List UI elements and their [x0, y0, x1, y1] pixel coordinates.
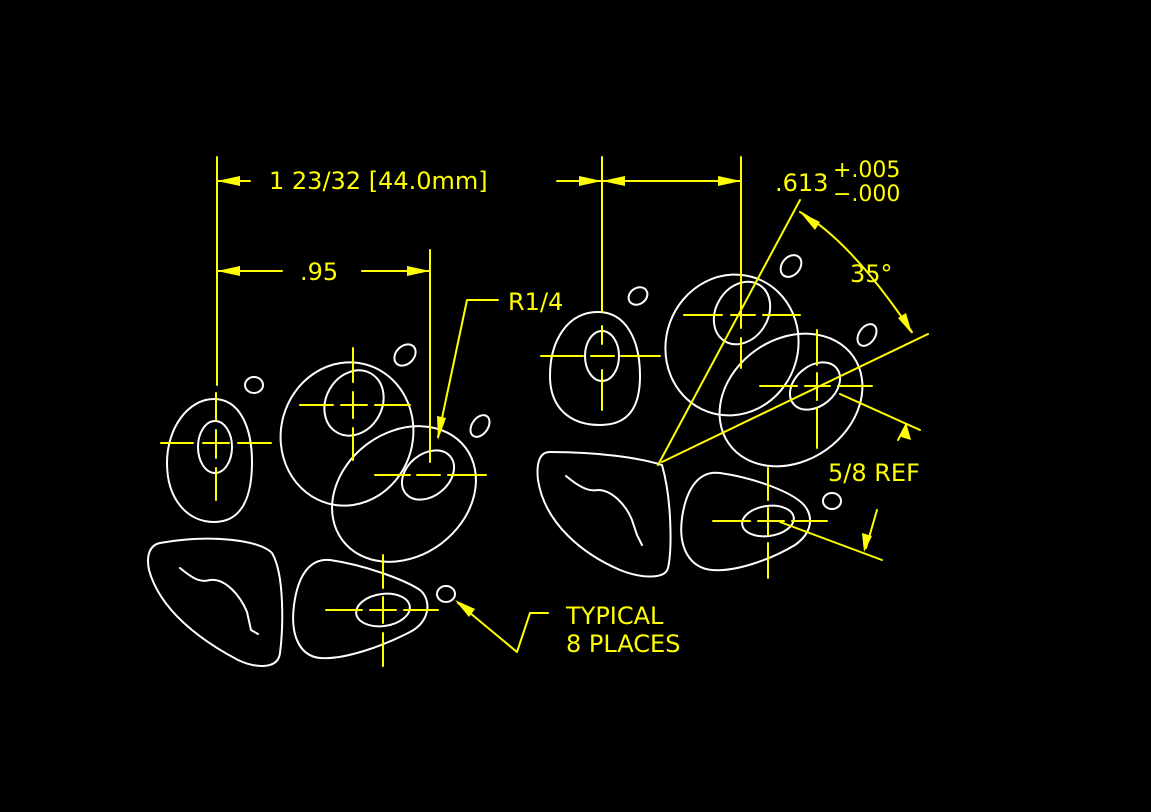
overall-width-label: 1 23/32 [44.0mm]	[269, 167, 488, 195]
right-paw-small-hole-1	[627, 286, 649, 306]
left-paw-toe-3	[331, 425, 477, 563]
pad-radius-label: R1/4	[508, 288, 563, 316]
right-paw-toe-1	[549, 311, 641, 426]
dimension-pad-radius: R1/4	[437, 288, 563, 440]
left-paw-toe-2	[279, 361, 415, 507]
left-paw-print	[147, 343, 491, 667]
toe-offset-tol-minus: −.000	[833, 182, 900, 207]
left-paw-side-pad-hole	[355, 592, 411, 628]
toe-offset-tol-plus: +.005	[833, 158, 900, 183]
right-paw-small-hole-3	[856, 323, 878, 347]
left-paw-center-marks	[160, 347, 487, 667]
right-paw-toe-3	[718, 332, 864, 468]
typical-note: TYPICAL 8 PLACES	[455, 600, 680, 658]
right-paw-pad-crease	[565, 475, 643, 546]
reference-length-label: 5/8 REF	[828, 459, 920, 487]
left-paw-side-pad	[292, 558, 429, 660]
right-paw-print	[536, 254, 878, 578]
dimension-reference-length: 5/8 REF	[779, 393, 921, 561]
toe-offset-label: .613	[775, 169, 828, 197]
dimension-angle: 35°	[657, 199, 929, 466]
right-paw-side-pad-hole	[741, 504, 795, 538]
left-paw-small-hole-4	[436, 585, 456, 603]
typical-note-line2: 8 PLACES	[566, 630, 680, 658]
dimension-toe-spacing: .95	[216, 249, 431, 463]
dimension-toe-offset: .613 +.005 −.000	[601, 156, 900, 301]
right-paw-small-hole-2	[779, 254, 803, 278]
left-paw-small-hole-2	[393, 343, 417, 367]
left-paw-pad-crease	[179, 567, 259, 635]
angle-label: 35°	[850, 260, 893, 288]
typical-note-line1: TYPICAL	[565, 602, 664, 630]
right-paw-main-pad	[536, 451, 672, 578]
right-paw-center-marks	[540, 299, 873, 579]
toe-spacing-label: .95	[300, 258, 338, 286]
left-paw-small-hole-1	[244, 376, 264, 394]
left-paw-main-pad	[147, 537, 284, 667]
right-paw-toe-3-hole	[788, 361, 842, 411]
left-paw-small-hole-3	[469, 414, 491, 438]
right-paw-side-pad	[680, 471, 812, 572]
left-paw-toe-1	[166, 398, 253, 523]
left-paw-toe-2-hole	[323, 369, 385, 437]
right-paw-small-hole-4	[822, 492, 842, 510]
right-paw-toe-2	[664, 273, 800, 417]
left-paw-toe-3-hole	[401, 449, 455, 501]
